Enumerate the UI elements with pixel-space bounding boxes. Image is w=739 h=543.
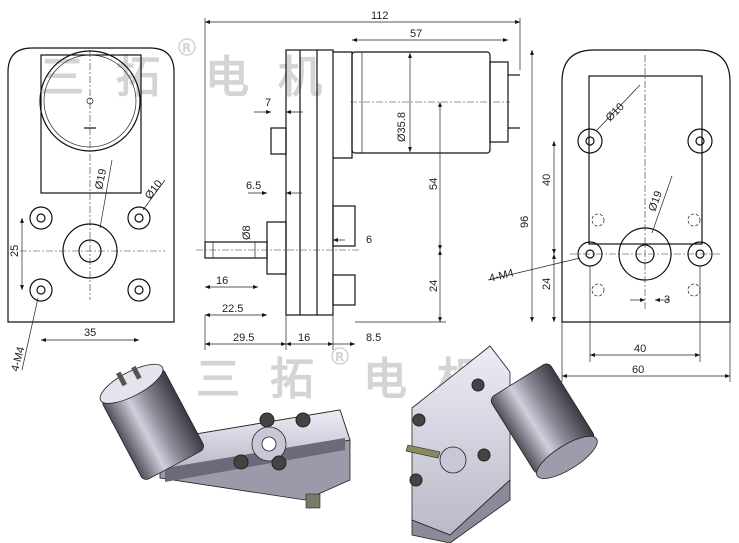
dim-shaft-flat: 6.5 — [246, 180, 261, 192]
leader-d10 — [142, 179, 166, 211]
watermark-char-2: 拓 — [116, 52, 160, 103]
side-view: 112 57 Ø35.8 7 6.5 Ø8 6 16 22.5 29.5 16 … — [196, 10, 521, 350]
watermark-char-3: 电 — [205, 52, 249, 103]
side-bracket-1 — [332, 205, 356, 247]
dim-body-16: 16 — [298, 332, 310, 344]
dim-rear-3: 3 — [664, 294, 670, 306]
watermark-char-1b: 三 — [196, 354, 240, 405]
render-right — [405, 345, 598, 543]
registered-mark-top: R — [182, 41, 191, 55]
watermark-char-1: 三 — [40, 52, 84, 103]
dim-rear-40-v: 40 — [541, 174, 553, 186]
front-mount-holes — [29, 206, 151, 302]
rear-hub-inner — [635, 244, 655, 264]
dim-front-25: 25 — [9, 245, 21, 257]
registered-mark-circle-bottom — [331, 347, 349, 365]
dim-rear-24: 24 — [541, 278, 553, 290]
dim-hub-offset: 6 — [366, 234, 372, 246]
dim-shaft-diameter: Ø8 — [241, 225, 253, 240]
dim-shaft-22-5: 22.5 — [222, 303, 243, 315]
rear-view: Ø10 Ø19 40 96 24 4-M4 3 40 60 — [488, 49, 731, 382]
dim-height-24-side: 24 — [428, 280, 440, 292]
leader-d19 — [99, 159, 113, 229]
dim-motor-diameter: Ø35.8 — [396, 112, 408, 142]
dim-rear-96: 96 — [519, 216, 531, 228]
front-plate-outline — [7, 47, 175, 323]
dim-shaft-29-5: 29.5 — [233, 332, 254, 344]
side-gearbox-body — [285, 49, 334, 316]
dim-front-d19: Ø19 — [93, 168, 109, 191]
dim-rear-d19: Ø19 — [647, 189, 665, 213]
dim-rear-d10: Ø10 — [604, 101, 627, 124]
dim-rear-thread: 4-M4 — [488, 267, 515, 285]
dim-front-35: 35 — [84, 327, 96, 339]
dim-rear-40-h: 40 — [634, 343, 646, 355]
front-hub-outer — [62, 223, 118, 279]
leader-4m4 — [21, 297, 39, 371]
side-boss — [270, 127, 287, 155]
watermark-char-3b: 电 — [363, 354, 407, 405]
watermark-char-2b: 拓 — [270, 354, 314, 405]
side-motor-can — [351, 51, 491, 154]
side-motor-flange — [333, 51, 353, 159]
registered-mark-bottom: R — [335, 350, 344, 364]
dim-shaft-16: 16 — [216, 275, 228, 287]
rear-inner-recess — [588, 75, 703, 245]
rear-hub-outer — [618, 227, 672, 281]
dim-motor-length: 57 — [410, 28, 422, 40]
side-bracket-2 — [332, 274, 356, 306]
dim-tail-8-5: 8.5 — [366, 332, 381, 344]
front-hub-inner — [78, 239, 102, 263]
dim-rear-60: 60 — [632, 364, 644, 376]
front-view: Ø19 Ø10 25 35 4-M4 — [7, 47, 175, 373]
dim-overall-length: 112 — [371, 10, 389, 22]
side-shaft-boss — [266, 221, 287, 275]
dim-flange-step: 7 — [265, 97, 271, 109]
render-left — [99, 363, 351, 509]
rear-plate-outline — [561, 49, 731, 323]
dim-front-d10: Ø10 — [143, 178, 165, 202]
dim-height-54: 54 — [428, 178, 440, 190]
registered-mark-circle-top — [178, 38, 196, 56]
